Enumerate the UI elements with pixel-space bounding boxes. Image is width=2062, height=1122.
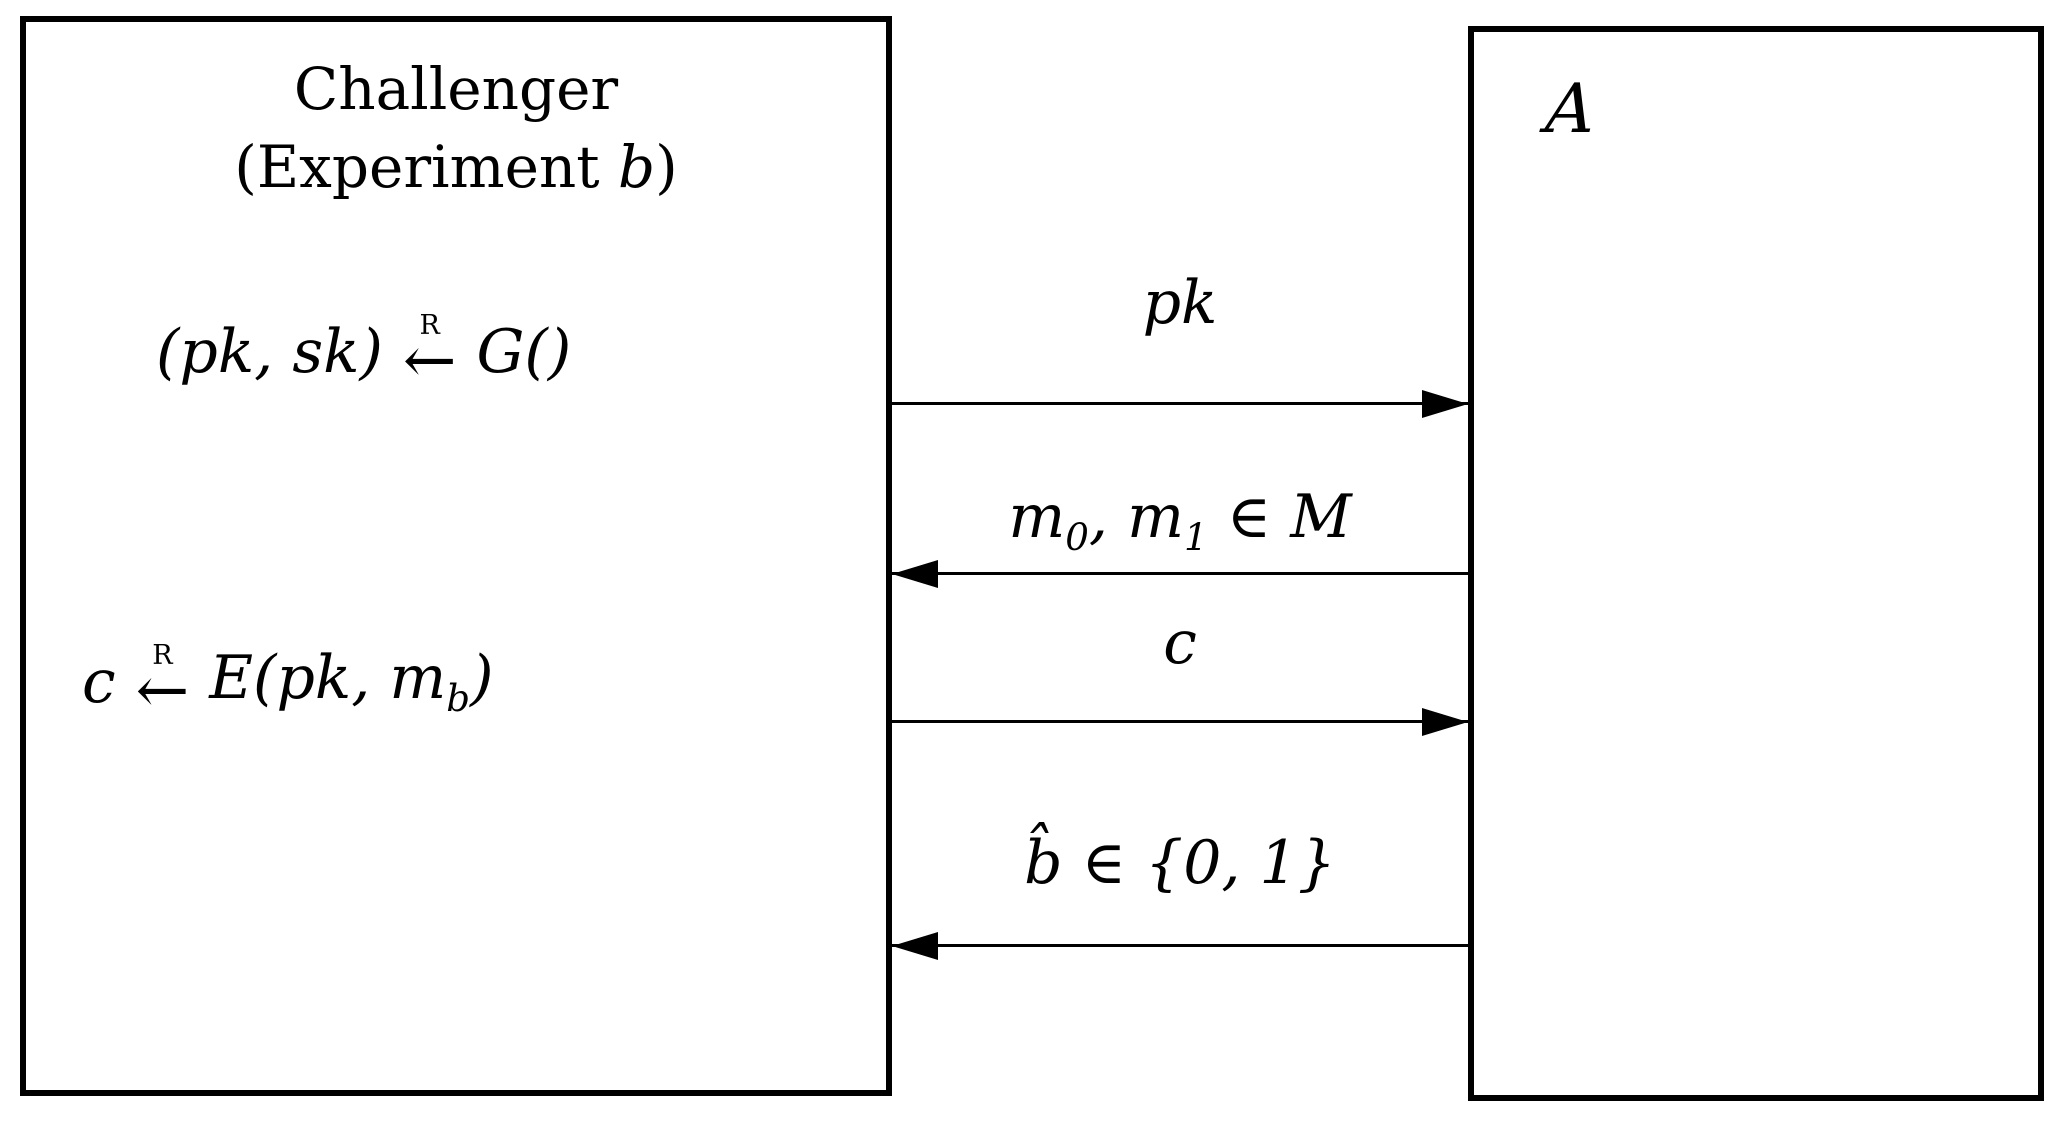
message-text-m2: , m [1088, 482, 1184, 552]
subtitle-post: ) [655, 133, 678, 202]
message-label-pk: pk [892, 268, 1468, 338]
message-sub-1: 1 [1183, 515, 1208, 559]
adversary-box: A [1468, 26, 2044, 1101]
encrypt-rhs-pre: E(pk, m [209, 643, 447, 714]
random-sample-arrow-icon: R ← [402, 310, 457, 398]
challenger-title-line2: (Experiment b) [26, 128, 886, 206]
message-label-c: c [892, 608, 1468, 678]
message-set-m: M [1290, 482, 1352, 552]
encrypt-rhs-sub: b [446, 676, 471, 721]
message-text-c: c [1163, 608, 1197, 678]
message-arrow-b-hat-left [892, 944, 1468, 947]
keygen-rhs: G() [476, 316, 572, 387]
message-arrow-m0-m1-left [892, 572, 1468, 575]
message-arrow-c-right [892, 720, 1468, 723]
message-sub-0: 0 [1065, 515, 1089, 559]
subtitle-var: b [618, 133, 656, 202]
encrypt-step: c R ← E(pk, mb) [82, 640, 493, 728]
keygen-step: (pk, sk) R ← G() [156, 310, 572, 398]
message-text-in: ∈ [1207, 482, 1291, 552]
message-text-m: m [1008, 482, 1066, 552]
keygen-lhs: (pk, sk) [156, 316, 383, 387]
encrypt-rhs-post: ) [470, 643, 494, 714]
encrypt-rhs: E(pk, mb) [209, 643, 493, 720]
random-sample-label: R [152, 640, 173, 671]
message-text-pk: pk [1142, 268, 1218, 338]
left-arrow-glyph: ← [402, 324, 457, 398]
message-text-b-hat: b̂ ∈ {0, 1} [1024, 828, 1336, 898]
message-arrow-pk-right [892, 402, 1468, 405]
challenger-box: Challenger (Experiment b) (pk, sk) R ← G… [20, 16, 892, 1096]
message-label-m0-m1: m0, m1 ∈ M [892, 482, 1468, 559]
subtitle-pre: (Experiment [234, 133, 619, 202]
adversary-label: A [1543, 70, 1598, 149]
encrypt-lhs: c [82, 646, 116, 717]
random-sample-arrow-icon: R ← [135, 640, 190, 728]
challenger-title: Challenger (Experiment b) [26, 50, 886, 207]
message-label-b-hat: b̂ ∈ {0, 1} [892, 828, 1468, 898]
challenger-title-line1: Challenger [293, 55, 619, 123]
random-sample-label: R [419, 310, 440, 341]
left-arrow-glyph: ← [135, 654, 190, 728]
